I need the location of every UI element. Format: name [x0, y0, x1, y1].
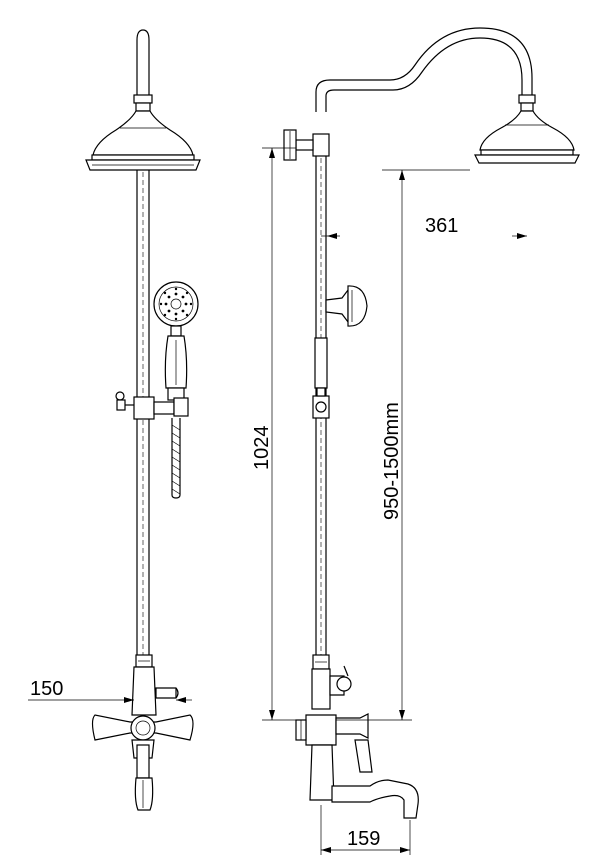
dim-361-label: 361 [425, 215, 458, 237]
front-hand-shower [153, 281, 199, 401]
side-slide-bracket [312, 387, 330, 419]
side-hand-holder [314, 285, 368, 389]
dim-950-1500-label: 950-1500mm [381, 402, 403, 520]
side-mixer-valve [295, 654, 419, 819]
front-slide-bracket [115, 391, 189, 420]
front-view: 150 [28, 29, 201, 811]
front-hose [171, 418, 181, 499]
side-gooseneck-arm [315, 27, 536, 112]
front-shower-head [85, 110, 201, 171]
dim-1024-label: 1024 [251, 426, 273, 471]
side-view: 361 1024 950-1500mm 159 [251, 27, 580, 855]
dim-950-1500: 950-1500mm [336, 169, 470, 721]
front-top-rod [133, 29, 153, 112]
dim-1024: 1024 [251, 147, 300, 721]
dim-361: 361 [321, 215, 527, 239]
dim-159: 159 [320, 805, 411, 855]
dim-159-label: 159 [347, 828, 380, 850]
side-shower-head [474, 110, 580, 164]
front-mixer-valve [91, 654, 194, 811]
side-top-bracket [283, 129, 330, 161]
dim-150-label: 150 [30, 678, 63, 700]
dim-150: 150 [28, 678, 192, 703]
